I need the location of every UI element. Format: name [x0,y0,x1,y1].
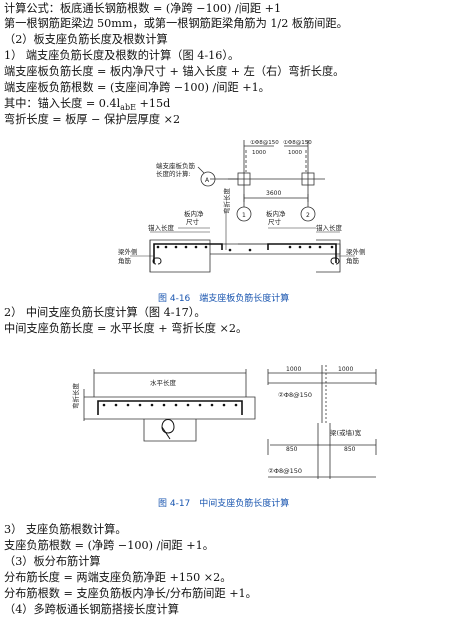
axis-a-label: A [205,177,210,184]
calc-label-line1: 端支座板负筋 [156,161,196,170]
rebar-label-1: ①Φ8@150 [250,140,279,146]
figure-4-17: 弯折长度 水平长度 1000 1000 ②Φ8@150 850 850 梁(或墙… [71,365,377,479]
dim-1000-right: 1000 [288,150,302,156]
rebar-label-2: ①Φ8@150 [283,140,312,146]
section-heading-3: （3）板分布筋计算 [4,555,101,568]
inner-size-left-1: 板内净 [184,209,204,218]
text-line-dist-length: 分布筋长度 = 两端支座负筋净距 +150 ×2。 [4,571,232,584]
text-line-anchor: 其中：锚入长度 = 0.4labE +15d [4,97,171,113]
rebar-label-2a: ②Φ8@150 [278,391,312,399]
text-line-count: 端支座板负筋根数 = (支座间净跨 −100) /间距 +1。 [4,81,270,94]
section-heading-2: （2）板支座负筋长度及根数计算 [4,33,168,46]
anchor-length-left: 锚入长度 [148,223,175,232]
beam-wall-width-label: 梁(或墙)宽 [330,428,362,437]
corner-bar-left-1: 梁外侧 [118,247,138,256]
inner-size-right-1: 板内净 [266,209,286,218]
corner-bar-left-2: 角筋 [118,256,132,265]
corner-bar-right-1: 梁外侧 [346,247,366,256]
dim-3600: 3600 [266,190,281,197]
text-line-mid-length: 中间支座负筋长度 = 水平长度 + 弯折长度 ×2。 [4,322,248,335]
dim-850-b: 850 [344,446,356,453]
text-line-support-count-formula: 支座负筋根数 = (净跨 −100) /间距 +1。 [4,539,214,552]
text-line-bend: 弯折长度 = 板厚 − 保护层厚度 ×2 [4,113,181,126]
dim-1000-b: 1000 [338,366,353,373]
inner-size-right-2: 尺寸 [268,217,282,226]
bend-length-vertical-2: 弯折长度 [71,383,80,410]
text-line-support-count: 3） 支座负筋根数计算。 [4,523,127,536]
text-line-formula: 计算公式：板底通长钢筋根数 = (净跨 −100) /间距 +1 [4,2,282,15]
rebar-label-2b: ②Φ8@150 [268,467,302,475]
dim-1000-left: 1000 [252,150,266,156]
text-line-length: 端支座板负筋长度 = 板内净尺寸 + 锚入长度 + 左（右）弯折长度。 [4,65,345,78]
anchor-length-right: 锚入长度 [316,223,343,232]
section-heading-4: （4）多跨板通长钢筋搭接长度计算 [4,603,179,616]
axis-1-label: 1 [242,212,246,219]
dim-1000-a: 1000 [286,366,301,373]
figure-4-17-caption: 图 4-17 中间支座负筋长度计算 [158,499,290,509]
text-line-first-bar: 第一根钢筋距梁边 50mm，或第一根钢筋距梁角筋为 1/2 板筋间距。 [4,17,348,30]
text-line-end-support: 1） 端支座负筋长度及根数的计算（图 4-16）。 [4,49,240,62]
horizontal-length-label: 水平长度 [150,378,177,387]
dim-850-a: 850 [286,446,298,453]
figure-4-16: ①Φ8@150 ①Φ8@150 1000 1000 3600 A 1 2 端支座… [118,140,366,273]
text-line-mid-support: 2） 中间支座负筋长度计算（图 4-17）。 [4,306,206,319]
axis-2-label: 2 [306,212,310,219]
corner-bar-right-2: 角筋 [346,256,360,265]
calc-label-line2: 长度的计算: [156,169,191,178]
text-line-dist-count: 分布筋根数 = 支座负筋板内净长/分布筋间距 +1。 [4,587,257,600]
figure-4-16-caption: 图 4-16 端支座板负筋长度计算 [158,294,290,304]
bend-length-vertical: 弯折长度 [222,188,231,215]
inner-size-left-2: 尺寸 [186,217,200,226]
